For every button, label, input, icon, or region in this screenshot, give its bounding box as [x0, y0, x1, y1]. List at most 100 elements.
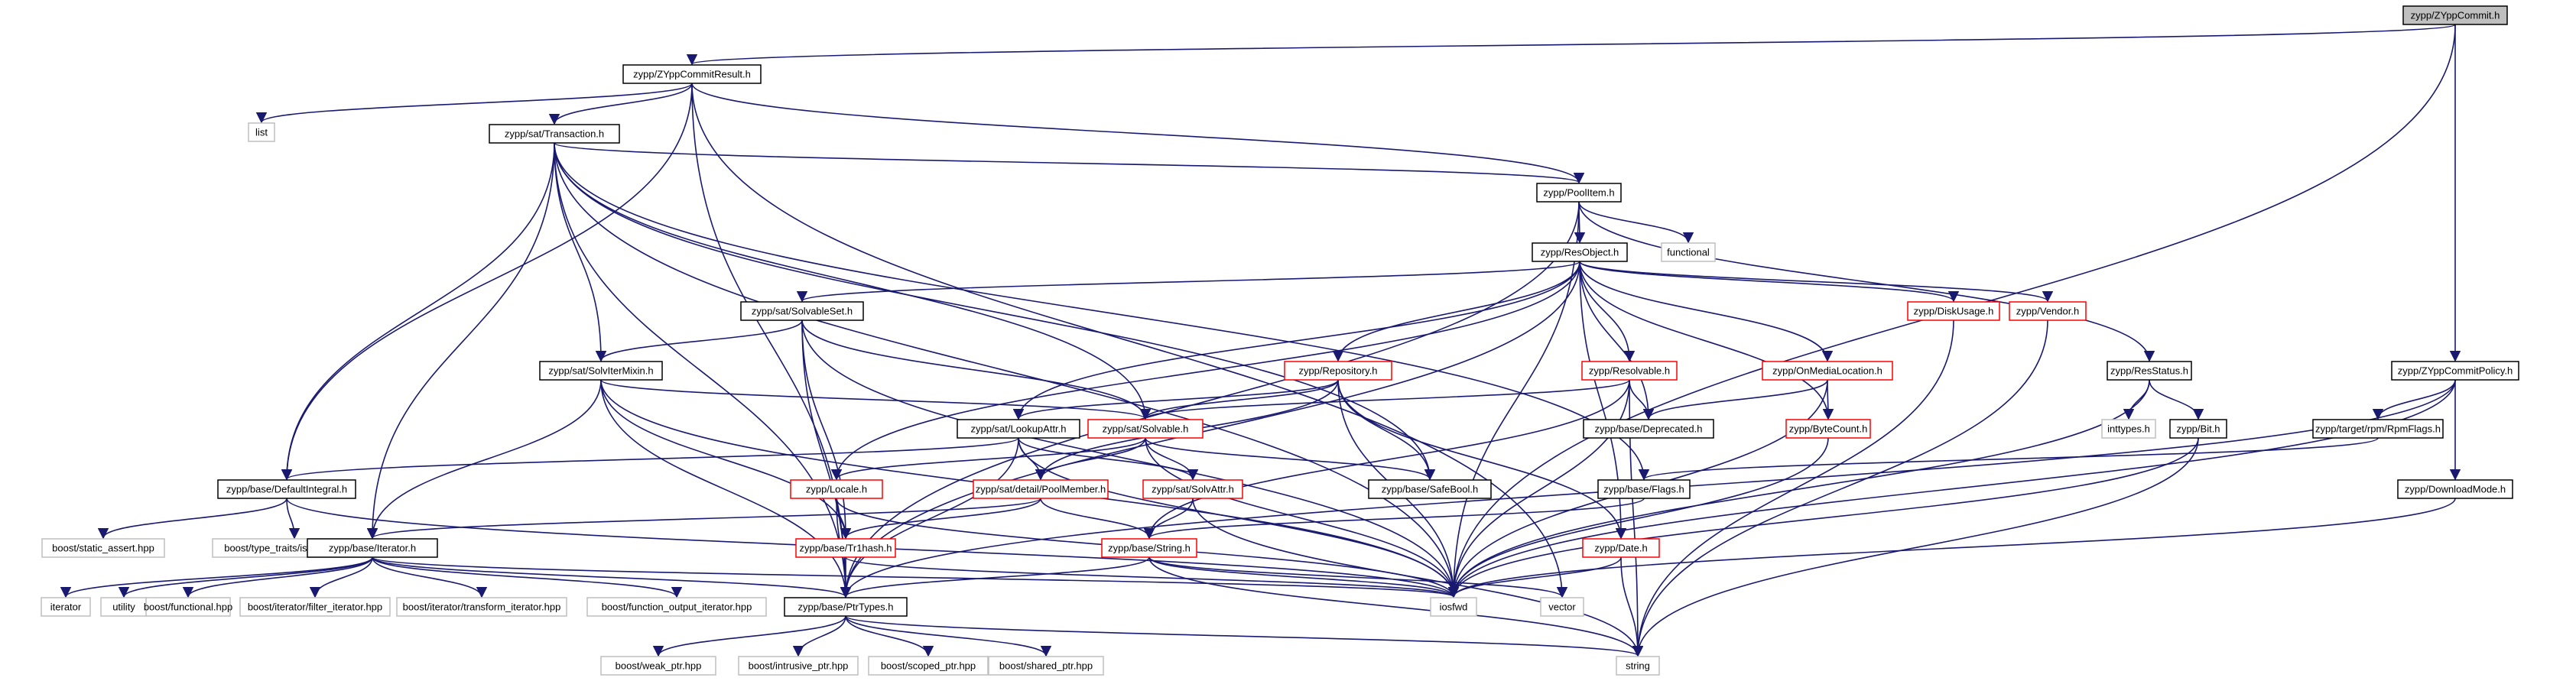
node-solvattr[interactable]: zypp/sat/SolvAttr.h [1142, 479, 1243, 499]
node-label: inttypes.h [2107, 423, 2150, 435]
edge-onmedialocation-to-deprecated [1642, 379, 1828, 420]
node-downloadmode[interactable]: zypp/DownloadMode.h [2397, 479, 2513, 499]
node-label: zypp/sat/LookupAttr.h [970, 423, 1066, 435]
node-label: string [1626, 660, 1650, 672]
node-string-h[interactable]: zypp/base/String.h [1101, 538, 1197, 558]
edge-commitresult-to-ptrtypes [691, 83, 852, 598]
edge-resstatus-to-iosfwd [1447, 379, 2150, 598]
edge-resolvable-to-deprecated [1629, 379, 1655, 420]
node-box [307, 538, 438, 558]
node-commitresult[interactable]: zypp/ZYppCommitResult.h [622, 64, 762, 84]
node-intrusive-ptr: boost/intrusive_ptr.hpp [738, 656, 859, 676]
node-iterator-h[interactable]: zypp/base/Iterator.h [307, 538, 438, 558]
node-repository[interactable]: zypp/Repository.h [1284, 361, 1392, 381]
node-label: zypp/Date.h [1594, 543, 1647, 554]
edge-resobject-to-bytecount [1579, 261, 1834, 420]
node-vendor[interactable]: zypp/Vendor.h [2009, 301, 2087, 321]
node-commitpolicy[interactable]: zypp/ZYppCommitPolicy.h [2391, 361, 2519, 381]
edge-lookupattr-to-solvattr [1018, 437, 1199, 481]
node-label: zypp/Vendor.h [2016, 306, 2079, 317]
node-box [1101, 538, 1197, 558]
edge-transaction-to-poolitem [554, 142, 1584, 184]
edge-transaction-to-solvable [554, 142, 1152, 420]
node-bytecount[interactable]: zypp/ByteCount.h [1785, 419, 1871, 439]
node-box [2312, 419, 2444, 439]
node-inttypes: inttypes.h [2101, 419, 2156, 439]
node-scoped-ptr: boost/scoped_ptr.hpp [868, 656, 989, 676]
node-deprecated[interactable]: zypp/base/Deprecated.h [1583, 419, 1714, 439]
node-resstatus[interactable]: zypp/ResStatus.h [2107, 361, 2192, 381]
node-box [2402, 5, 2508, 25]
node-ptrtypes[interactable]: zypp/base/PtrTypes.h [784, 597, 908, 617]
node-date[interactable]: zypp/Date.h [1582, 538, 1660, 558]
node-box [1142, 479, 1243, 499]
node-onmedialocation[interactable]: zypp/OnMediaLocation.h [1762, 361, 1893, 381]
node-box [2107, 361, 2192, 381]
node-transaction[interactable]: zypp/sat/Transaction.h [489, 124, 620, 144]
node-box [145, 597, 231, 617]
node-label: zypp/ByteCount.h [1789, 423, 1868, 435]
node-label: zypp/base/Deprecated.h [1595, 423, 1703, 435]
edge-resobject-to-diskusage [1579, 261, 1959, 303]
node-poolmember[interactable]: zypp/sat/detail/PoolMember.h [973, 479, 1109, 499]
edge-solvable-to-solvattr [1145, 437, 1199, 481]
node-rpmflags[interactable]: zypp/target/rpm/RpmFlags.h [2312, 419, 2444, 439]
edge-iterator_h-to-filter_iterator [309, 556, 373, 598]
node-locale[interactable]: zypp/Locale.h [790, 479, 883, 499]
node-bit[interactable]: zypp/Bit.h [2169, 419, 2227, 439]
node-defaultintegral[interactable]: zypp/base/DefaultIntegral.h [217, 479, 356, 499]
node-label: zypp/base/Tr1hash.h [800, 543, 892, 554]
node-resobject[interactable]: zypp/ResObject.h [1532, 242, 1628, 262]
node-label: zypp/target/rpm/RpmFlags.h [2315, 423, 2441, 435]
node-box [1284, 361, 1392, 381]
node-label: boost/static_assert.hpp [52, 543, 154, 554]
node-poolitem[interactable]: zypp/PoolItem.h [1536, 183, 1622, 203]
node-solvable[interactable]: zypp/sat/Solvable.h [1087, 419, 1204, 439]
node-box [600, 656, 716, 676]
edge-defaultintegral-to-static_assert [97, 498, 287, 540]
edge-ptrtypes-to-intrusive_ptr [792, 615, 846, 657]
node-boost-functional: boost/functional.hpp [144, 597, 232, 617]
node-box [1087, 419, 1204, 439]
edge-bit-to-iosfwd [1447, 437, 2199, 598]
node-trhash[interactable]: zypp/base/Tr1hash.h [795, 538, 896, 558]
node-solvitermixin[interactable]: zypp/sat/SolvIterMixin.h [539, 361, 663, 381]
edge-transaction-to-safebool [554, 142, 1436, 481]
node-box [239, 597, 391, 617]
node-box [2169, 419, 2227, 439]
node-safebool[interactable]: zypp/base/SafeBool.h [1368, 479, 1492, 499]
node-resolvable[interactable]: zypp/Resolvable.h [1581, 361, 1678, 381]
edge-ptrtypes-to-weak_ptr [652, 615, 846, 657]
node-label: vector [1548, 602, 1576, 613]
node-label: zypp/ZYppCommitPolicy.h [2398, 365, 2513, 377]
edge-poolitem-to-ptrtypes [840, 201, 1580, 598]
node-label: zypp/Locale.h [806, 484, 867, 495]
edge-string_h-to-string [1148, 556, 1644, 657]
node-lookupattr[interactable]: zypp/sat/LookupAttr.h [957, 419, 1080, 439]
node-label: zypp/Resolvable.h [1589, 365, 1670, 377]
node-root[interactable]: zypp/ZYppCommit.h [2402, 5, 2508, 25]
node-filter-iterator: boost/iterator/filter_iterator.hpp [239, 597, 391, 617]
node-label: zypp/ZYppCommitResult.h [633, 69, 751, 80]
edge-resobject-to-solvableset [797, 261, 1580, 303]
node-label: zypp/Bit.h [2176, 423, 2220, 435]
node-flags[interactable]: zypp/base/Flags.h [1597, 479, 1691, 499]
edge-solvable-to-safebool [1145, 437, 1436, 481]
node-label: boost/scoped_ptr.hpp [881, 660, 976, 672]
edge-downloadmode-to-iosfwd [1448, 498, 2456, 598]
edge-resobject-to-locale [830, 261, 1580, 481]
edge-iterator_h-to-function_output_iterator [372, 556, 682, 598]
node-solvableset[interactable]: zypp/sat/SolvableSet.h [740, 301, 864, 321]
node-box [790, 479, 883, 499]
edge-lookupattr-to-defaultintegral [281, 437, 1019, 481]
node-diskusage[interactable]: zypp/DiskUsage.h [1907, 301, 2000, 321]
node-function-output-iterator: boost/function_output_iterator.hpp [586, 597, 767, 617]
node-label: zypp/ResObject.h [1541, 247, 1619, 258]
dependency-nodes: zypp/ZYppCommit.h zypp/ZYppCommitResult.h… [41, 5, 2519, 676]
edge-commitresult-to-defaultintegral [281, 83, 693, 481]
edge-resobject-to-lookupattr [1012, 261, 1580, 420]
edge-resolvable-to-solvable [1140, 379, 1630, 420]
edge-repository-to-lookupattr [1013, 379, 1339, 420]
node-label: zypp/base/SafeBool.h [1382, 484, 1478, 495]
edge-iterator_h-to-iosfwd [372, 556, 1459, 598]
